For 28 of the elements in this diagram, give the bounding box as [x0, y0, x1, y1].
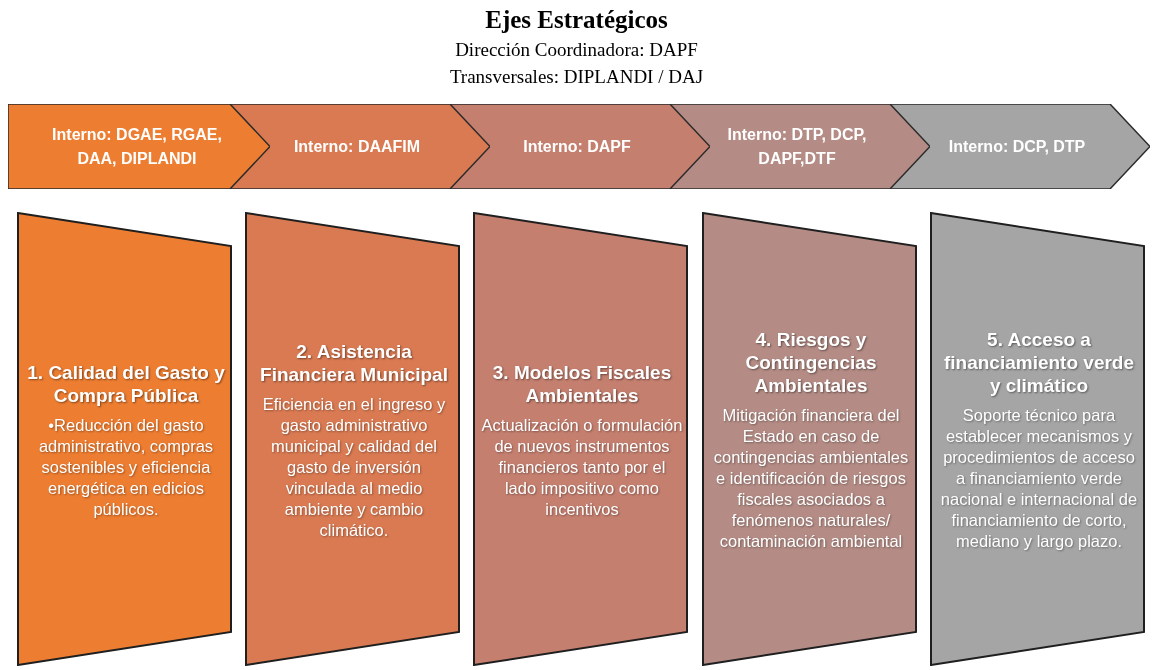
axis-panel: [930, 212, 1146, 666]
chevron-shape: [228, 104, 490, 189]
chevron-shape: [888, 104, 1150, 189]
chevron-shape: [668, 104, 930, 189]
subtitle: Dirección Coordinadora: DAPF: [455, 38, 698, 62]
axis-panel: [17, 212, 233, 666]
subtitle: Transversales: DIPLANDI / DAJ: [449, 65, 704, 89]
axis-heading: 5. Acceso a financiamiento verde y climático: [942, 328, 1136, 397]
axis-panel: [245, 212, 461, 666]
axis-description: Soporte técnico para establecer mecanismos y procedimientos de acceso a financiamiento verde nacional e internacional de financiamiento de corto, mediano y largo plazo.: [939, 405, 1139, 552]
chevron-label: Interno: DAPF: [523, 136, 631, 157]
title: Ejes Estratégicos: [485, 5, 668, 35]
chevron-label: Interno: DCP, DTP: [948, 136, 1086, 157]
axis-panel: [473, 212, 689, 666]
axis-panel: [702, 212, 918, 666]
chevron-label: Interno: DTP, DCP, DAPF,DTF: [726, 124, 868, 169]
axis-heading: 4. Riesgos y Contingencias Ambientales: [744, 328, 878, 397]
axis-heading: 1. Calidad del Gasto y Compra Pública: [26, 360, 226, 407]
axis-heading: 3. Modelos Fiscales Ambientales: [491, 360, 673, 407]
chevron-shape: [8, 104, 270, 189]
axis-description: Eficiencia en el ingreso y gasto administrativo municipal y calidad del gasto de inversión vinculada al medio ambiente y cambio climático.: [261, 393, 447, 541]
chevron-label: Interno: DAAFIM: [293, 136, 421, 157]
axis-description: •Reducción del gasto administrativo, compras sostenibles y eficiencia energética en edicios públicos.: [37, 414, 215, 520]
chevron-shape: [448, 104, 710, 189]
axis-heading: 2. Asistencia Financiera Municipal: [259, 339, 449, 386]
chevron-label: Interno: DGAE, RGAE, DAA, DIPLANDI: [51, 124, 223, 169]
axis-description: Actualización o formulación de nuevos instrumentos financieros tanto por el lado impositivo como incentivos: [481, 414, 683, 520]
axis-description: Mitigación financiera del Estado en caso de contingencias ambientales e identificación de riesgos fiscales asociados a fenómenos naturales/ contaminación ambiental: [712, 405, 910, 552]
